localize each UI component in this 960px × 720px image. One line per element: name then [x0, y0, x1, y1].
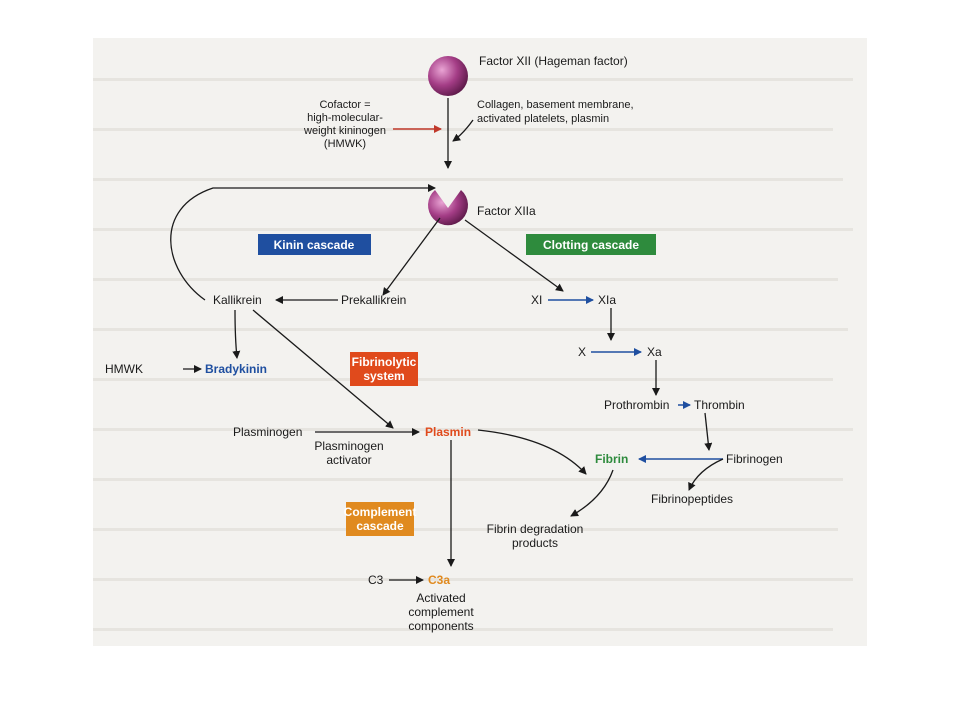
activated-label-line3: components [408, 619, 473, 633]
activated-label-line2: complement [408, 605, 474, 619]
factor-xiia-label: Factor XIIa [477, 204, 536, 218]
collagen-label-line1: Collagen, basement membrane, [477, 99, 634, 111]
plasmin-label: Plasmin [425, 425, 471, 439]
bradykinin-label: Bradykinin [205, 362, 267, 376]
x-label: X [578, 345, 586, 359]
xiia-to-xi-arrow [464, 219, 564, 292]
cofactor-label-line1: Cofactor = [319, 99, 370, 111]
plasminogen-activator-line2: activator [326, 453, 371, 467]
cofactor-label-line3: weight kininogen [303, 125, 386, 137]
hmwk-label: HMWK [105, 362, 143, 376]
fdp-label-line1: Fibrin degradation [487, 522, 584, 536]
kinin-cascade-label: Kinin cascade [274, 238, 355, 252]
complement-label-line2: cascade [356, 519, 404, 533]
kallikrein-feedback-arrow [170, 184, 436, 301]
clotting-cascade-box [526, 234, 656, 255]
thrombin-to-fibrinogen-arrow [704, 412, 713, 451]
collagen-label-line2: activated platelets, plasmin [477, 113, 609, 125]
c3-label: C3 [368, 573, 384, 587]
kallikrein-to-plasmin-arrow [252, 309, 394, 429]
activated-label-line1: Activated [416, 591, 465, 605]
c3a-label: C3a [428, 573, 450, 587]
plasminogen-activator-line1: Plasminogen [314, 439, 383, 453]
fibrinolytic-label-line2: system [363, 369, 404, 383]
kinin-cascade-box [258, 234, 371, 255]
fdp-label-line2: products [512, 536, 558, 550]
clotting-cascade-label: Clotting cascade [543, 238, 639, 252]
xi-label: XI [531, 293, 542, 307]
cofactor-label-line2: high-molecular- [307, 112, 383, 124]
fibrinolytic-system-box [350, 352, 418, 386]
factor-xii-ball-icon [428, 56, 468, 96]
fibrin-label: Fibrin [595, 452, 628, 466]
fibrinolytic-label-line1: Fibrinolytic [352, 355, 417, 369]
collagen-to-pathway-arrow [452, 119, 474, 142]
factor-xii-label: Factor XII (Hageman factor) [479, 54, 628, 68]
thrombin-label: Thrombin [694, 398, 745, 412]
cofactor-label-line4: (HMWK) [324, 138, 366, 150]
xia-label: XIa [598, 293, 616, 307]
xa-label: Xa [647, 345, 662, 359]
complement-label-line1: Complement [344, 505, 417, 519]
kallikrein-label: Kallikrein [213, 293, 262, 307]
factor-xiia-ball-icon [427, 190, 468, 226]
xiia-to-prekallikrein-arrow [382, 217, 441, 296]
kallikrein-to-bradykinin-arrow [232, 309, 241, 359]
plasmin-to-fibrin-arrow [477, 429, 587, 475]
prekallikrein-label: Prekallikrein [341, 293, 406, 307]
diagram-figure: Factor XII (Hageman factor) Collagen, ba… [93, 38, 867, 646]
fibrinopeptides-label: Fibrinopeptides [651, 492, 733, 506]
prothrombin-label: Prothrombin [604, 398, 669, 412]
plasminogen-label: Plasminogen [233, 425, 302, 439]
complement-cascade-box [346, 502, 414, 536]
fibrinogen-label: Fibrinogen [726, 452, 783, 466]
fibrinogen-to-fibrinopeptides-arrow [688, 458, 724, 491]
coagulation-kinin-diagram: Factor XII (Hageman factor) Collagen, ba… [105, 54, 783, 633]
fibrin-to-fdp-arrow [570, 469, 614, 517]
